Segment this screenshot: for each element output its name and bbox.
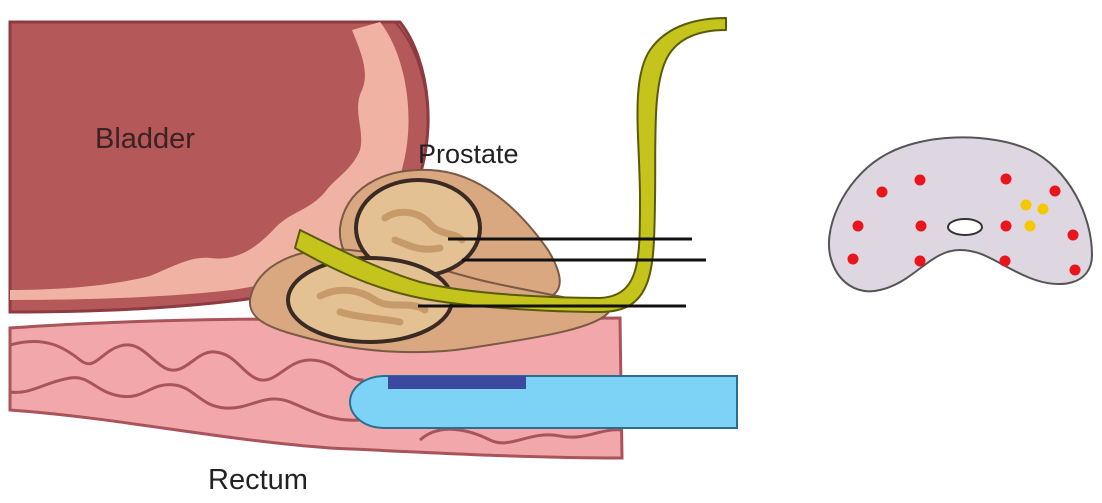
seed-yellow — [1025, 221, 1036, 232]
seed-red — [1050, 186, 1061, 197]
probe-transducer — [388, 376, 526, 389]
seed-red — [877, 187, 888, 198]
seed-red — [915, 256, 926, 267]
label-rectum: Rectum — [208, 464, 308, 496]
seed-red — [848, 254, 859, 265]
urethra-cross-section — [948, 219, 982, 235]
seed-red — [1070, 265, 1081, 276]
seed-yellow — [1038, 204, 1049, 215]
seed-red — [1001, 221, 1012, 232]
seed-red — [915, 175, 926, 186]
seed-red — [853, 221, 864, 232]
label-prostate: Prostate — [418, 139, 519, 169]
label-bladder: Bladder — [95, 123, 195, 155]
cross-section-outline — [829, 137, 1092, 291]
seed-red — [1000, 256, 1011, 267]
seed-yellow — [1021, 200, 1032, 211]
seed-red — [1068, 230, 1079, 241]
ultrasound-probe — [350, 376, 737, 428]
seed-red — [1001, 174, 1012, 185]
seed-red — [916, 221, 927, 232]
prostate-cross-section — [829, 137, 1092, 291]
